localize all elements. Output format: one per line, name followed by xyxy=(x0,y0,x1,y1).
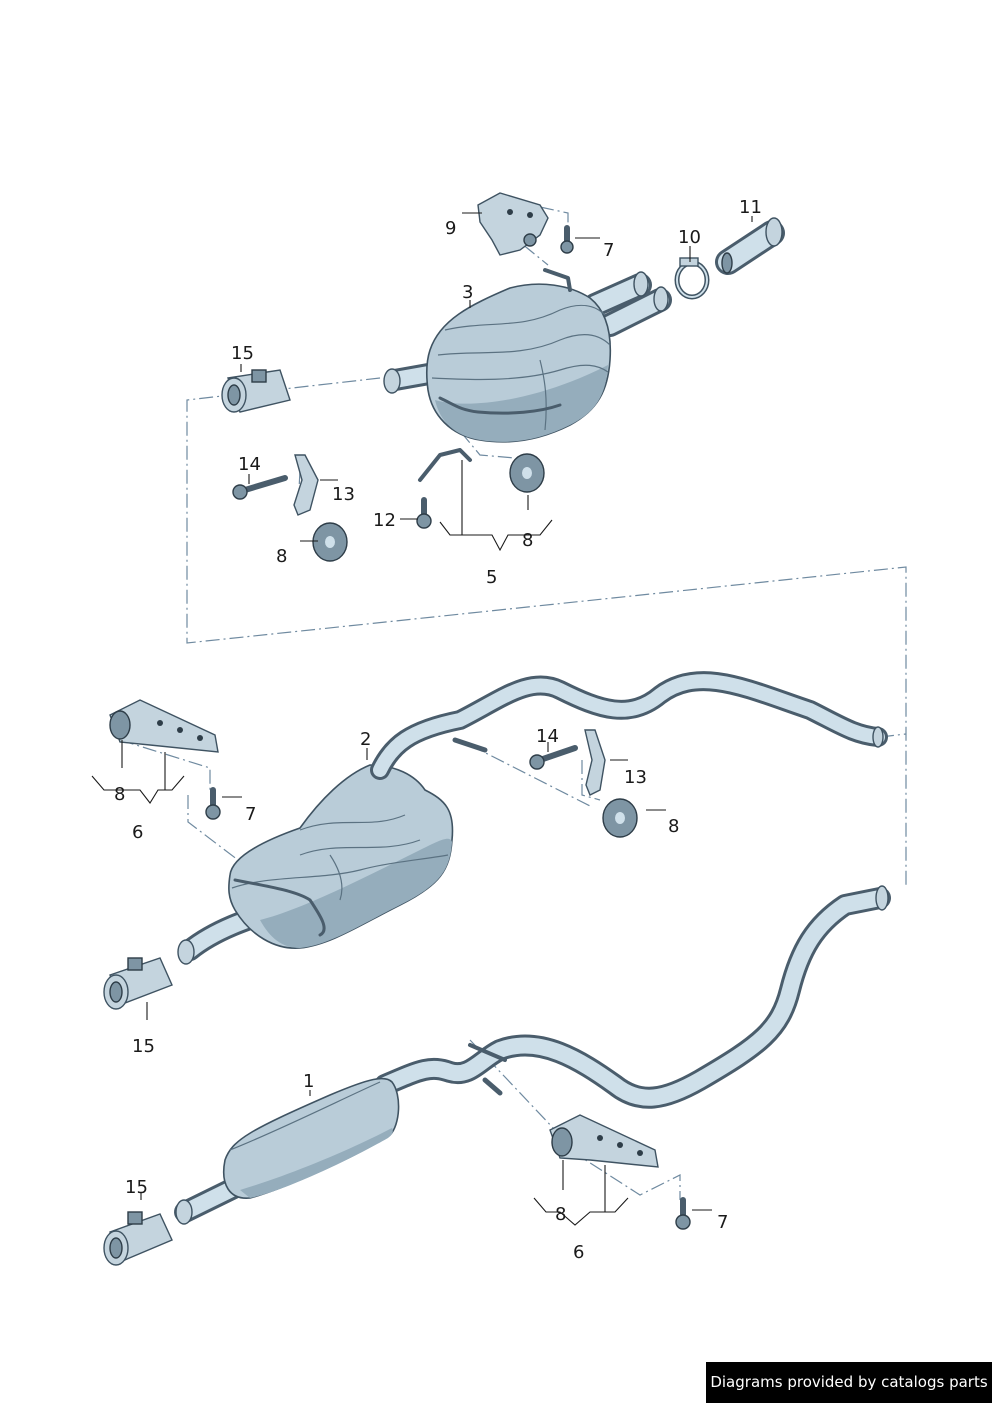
callout-11: 11 xyxy=(739,197,762,218)
callout-14-top: 14 xyxy=(238,454,261,475)
bracket-6-bottom xyxy=(549,1114,659,1168)
bolts xyxy=(205,225,691,1230)
callout-labels: 1 2 3 5 6 6 7 7 7 8 8 8 8 8 9 10 11 12 1… xyxy=(114,197,762,1263)
callout-15-bottom: 15 xyxy=(125,1177,148,1198)
hanger-bracket-9 xyxy=(477,192,549,256)
callout-9: 9 xyxy=(445,218,456,239)
callout-8-left: 8 xyxy=(114,784,125,805)
callout-5: 5 xyxy=(486,567,497,588)
callout-6-left: 6 xyxy=(132,822,143,843)
callout-7-left: 7 xyxy=(245,804,256,825)
callout-1: 1 xyxy=(303,1071,314,1092)
bracket-6-left xyxy=(109,699,219,753)
callout-10: 10 xyxy=(678,227,701,248)
callout-2: 2 xyxy=(360,729,371,750)
callout-7-bottom: 7 xyxy=(717,1212,728,1233)
rear-muffler xyxy=(383,268,672,443)
callout-14-right: 14 xyxy=(536,726,559,747)
clamp-15-top xyxy=(221,369,291,413)
rubber-mounts xyxy=(312,453,638,838)
callout-8-left-top: 8 xyxy=(276,546,287,567)
clamp-15-bottom xyxy=(103,1211,173,1266)
callout-15-top: 15 xyxy=(231,343,254,364)
callout-12: 12 xyxy=(373,510,396,531)
leader-lines xyxy=(91,212,753,1226)
callout-15-middle: 15 xyxy=(132,1036,155,1057)
hanger-brackets-13 xyxy=(293,454,606,796)
credit-badge: Diagrams provided by catalogs parts xyxy=(706,1362,992,1403)
callout-6-bottom: 6 xyxy=(573,1242,584,1263)
front-muffler xyxy=(174,1077,400,1225)
front-pipe xyxy=(374,885,891,1109)
clamp-15-middle xyxy=(103,957,173,1010)
callout-3: 3 xyxy=(462,282,473,303)
callout-8-top: 8 xyxy=(522,530,533,551)
callout-7-top: 7 xyxy=(603,240,614,261)
middle-muffler xyxy=(177,671,888,965)
callout-8-bottom: 8 xyxy=(555,1204,566,1225)
callout-13-top: 13 xyxy=(332,484,355,505)
clamp-and-tailpipe xyxy=(674,217,785,300)
callout-8-right: 8 xyxy=(668,816,679,837)
callout-13-right: 13 xyxy=(624,767,647,788)
